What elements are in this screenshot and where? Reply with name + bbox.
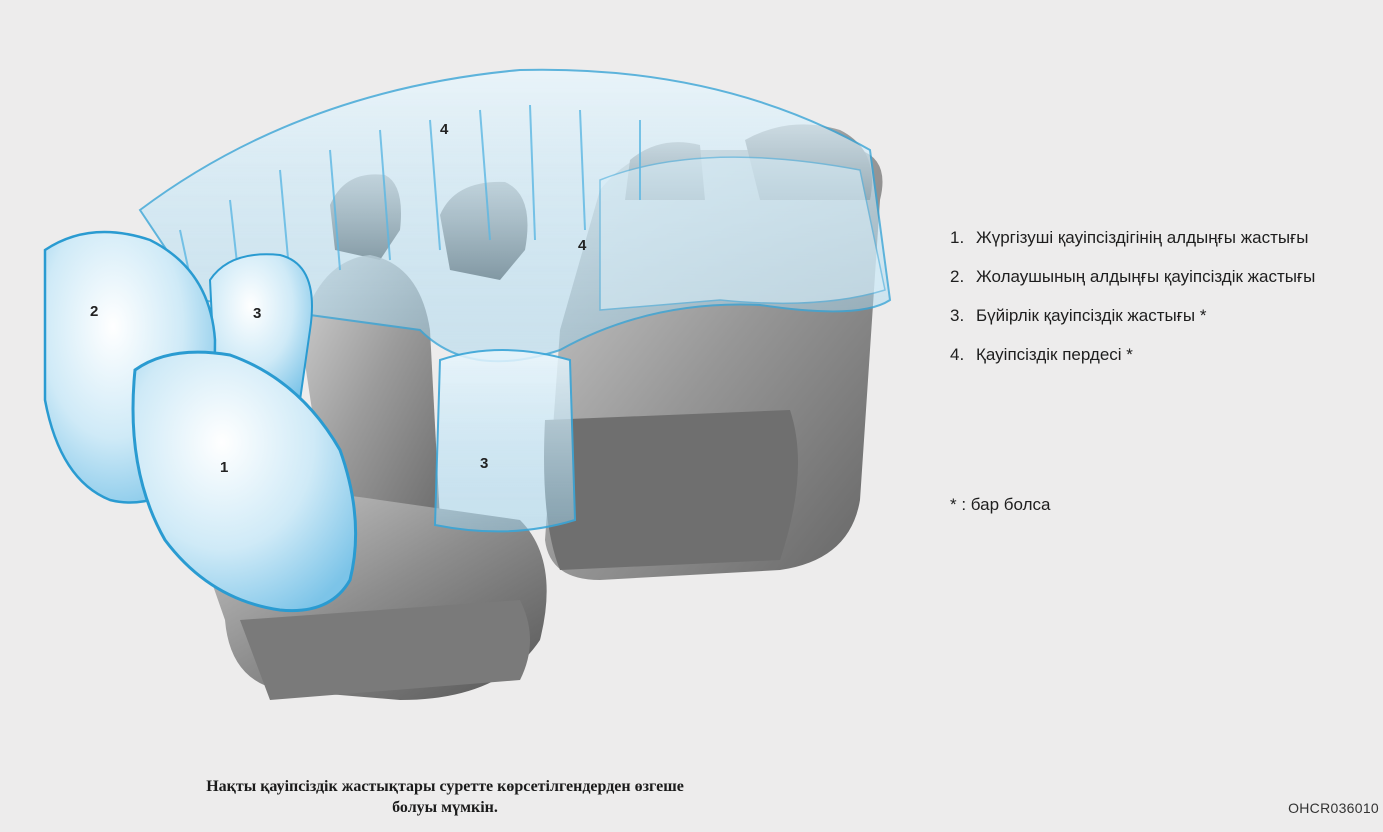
figure-code: OHCR036010 [1288, 800, 1379, 816]
caption-line: Нақты қауіпсіздік жастықтары суретте көр… [110, 776, 780, 797]
legend-number: 3. [950, 300, 976, 331]
airbag-illustration: 2 1 3 3 4 4 [0, 0, 900, 760]
legend-number: 2. [950, 261, 976, 292]
side-airbag-center [435, 350, 575, 531]
legend-footnote: * : бар болса [950, 495, 1050, 515]
legend: 1. Жүргізуші қауіпсіздігінің алдыңғы жас… [950, 222, 1360, 378]
legend-text: Жүргізуші қауіпсіздігінің алдыңғы жастығ… [976, 222, 1360, 253]
label-curtain-rear: 4 [578, 237, 587, 254]
legend-number: 1. [950, 222, 976, 253]
legend-item: 3. Бүйірлік қауіпсіздік жастығы * [950, 300, 1360, 331]
legend-item: 2. Жолаушының алдыңғы қауіпсіздік жастығ… [950, 261, 1360, 292]
label-curtain-top: 4 [440, 121, 449, 138]
label-side-left: 3 [253, 305, 261, 322]
legend-text: Қауіпсіздік пердесі * [976, 339, 1360, 370]
legend-number: 4. [950, 339, 976, 370]
label-passenger-front: 2 [90, 303, 98, 320]
label-driver-front: 1 [220, 459, 228, 476]
legend-text: Бүйірлік қауіпсіздік жастығы * [976, 300, 1360, 331]
figure-caption: Нақты қауіпсіздік жастықтары суретте көр… [110, 776, 780, 818]
legend-text: Жолаушының алдыңғы қауіпсіздік жастығы [976, 261, 1360, 292]
legend-item: 1. Жүргізуші қауіпсіздігінің алдыңғы жас… [950, 222, 1360, 253]
label-side-center: 3 [480, 455, 488, 472]
legend-item: 4. Қауіпсіздік пердесі * [950, 339, 1360, 370]
caption-line: болуы мүмкін. [110, 797, 780, 818]
